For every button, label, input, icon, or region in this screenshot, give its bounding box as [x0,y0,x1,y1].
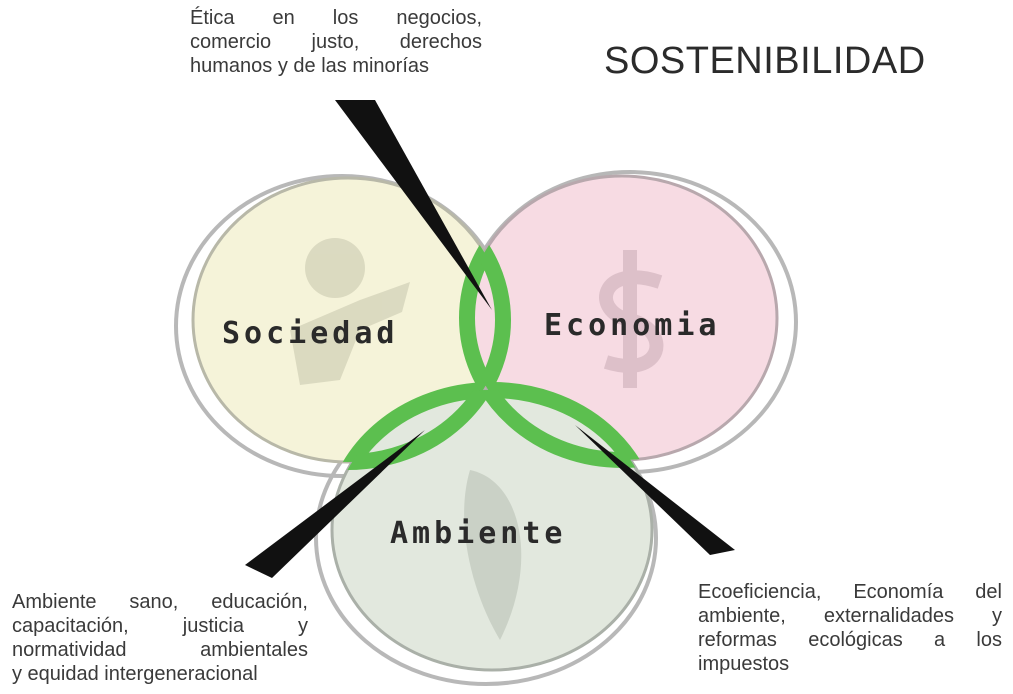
note-bottom-left-line: capacitación, justicia y [12,615,308,637]
note-bottom-right: Ecoeficiencia, Economía del ambiente, ex… [698,580,1002,676]
note-top-line: comercio justo, derechos [190,31,482,53]
note-bottom-left-line: normatividad ambientales [12,639,308,661]
note-top-line: Ética en los negocios, [190,7,482,29]
note-bottom-right-line: impuestos [698,653,790,675]
page-title: SOSTENIBILIDAD [604,40,926,82]
note-bottom-left-line: Ambiente sano, educación, [12,591,308,613]
pointer-wedges [245,100,735,578]
note-bottom-right-line: ambiente, externalidades y [698,605,1002,627]
note-top-line: humanos y de las minorías [190,55,430,77]
sociedad-label: Sociedad [222,316,399,351]
person-icon [290,238,410,385]
leaf-icon [464,470,522,640]
pointer-bottom-right [575,425,735,555]
ambiente-label: Ambiente [390,516,567,551]
note-bottom-left-line: y equidad intergeneracional [12,663,258,685]
overlap-rings [324,176,660,470]
dollar-icon [599,250,664,388]
note-bottom-right-line: reformas ecológicas a los [698,629,1002,651]
note-bottom-right-line: Ecoeficiencia, Economía del [698,581,1002,603]
note-top: Ética en los negocios, comercio justo, d… [190,6,482,78]
note-bottom-left: Ambiente sano, educación, capacitación, … [12,590,308,686]
pointer-top [335,100,492,310]
economia-label: Economia [544,308,721,343]
pointer-bottom-left [245,430,425,578]
